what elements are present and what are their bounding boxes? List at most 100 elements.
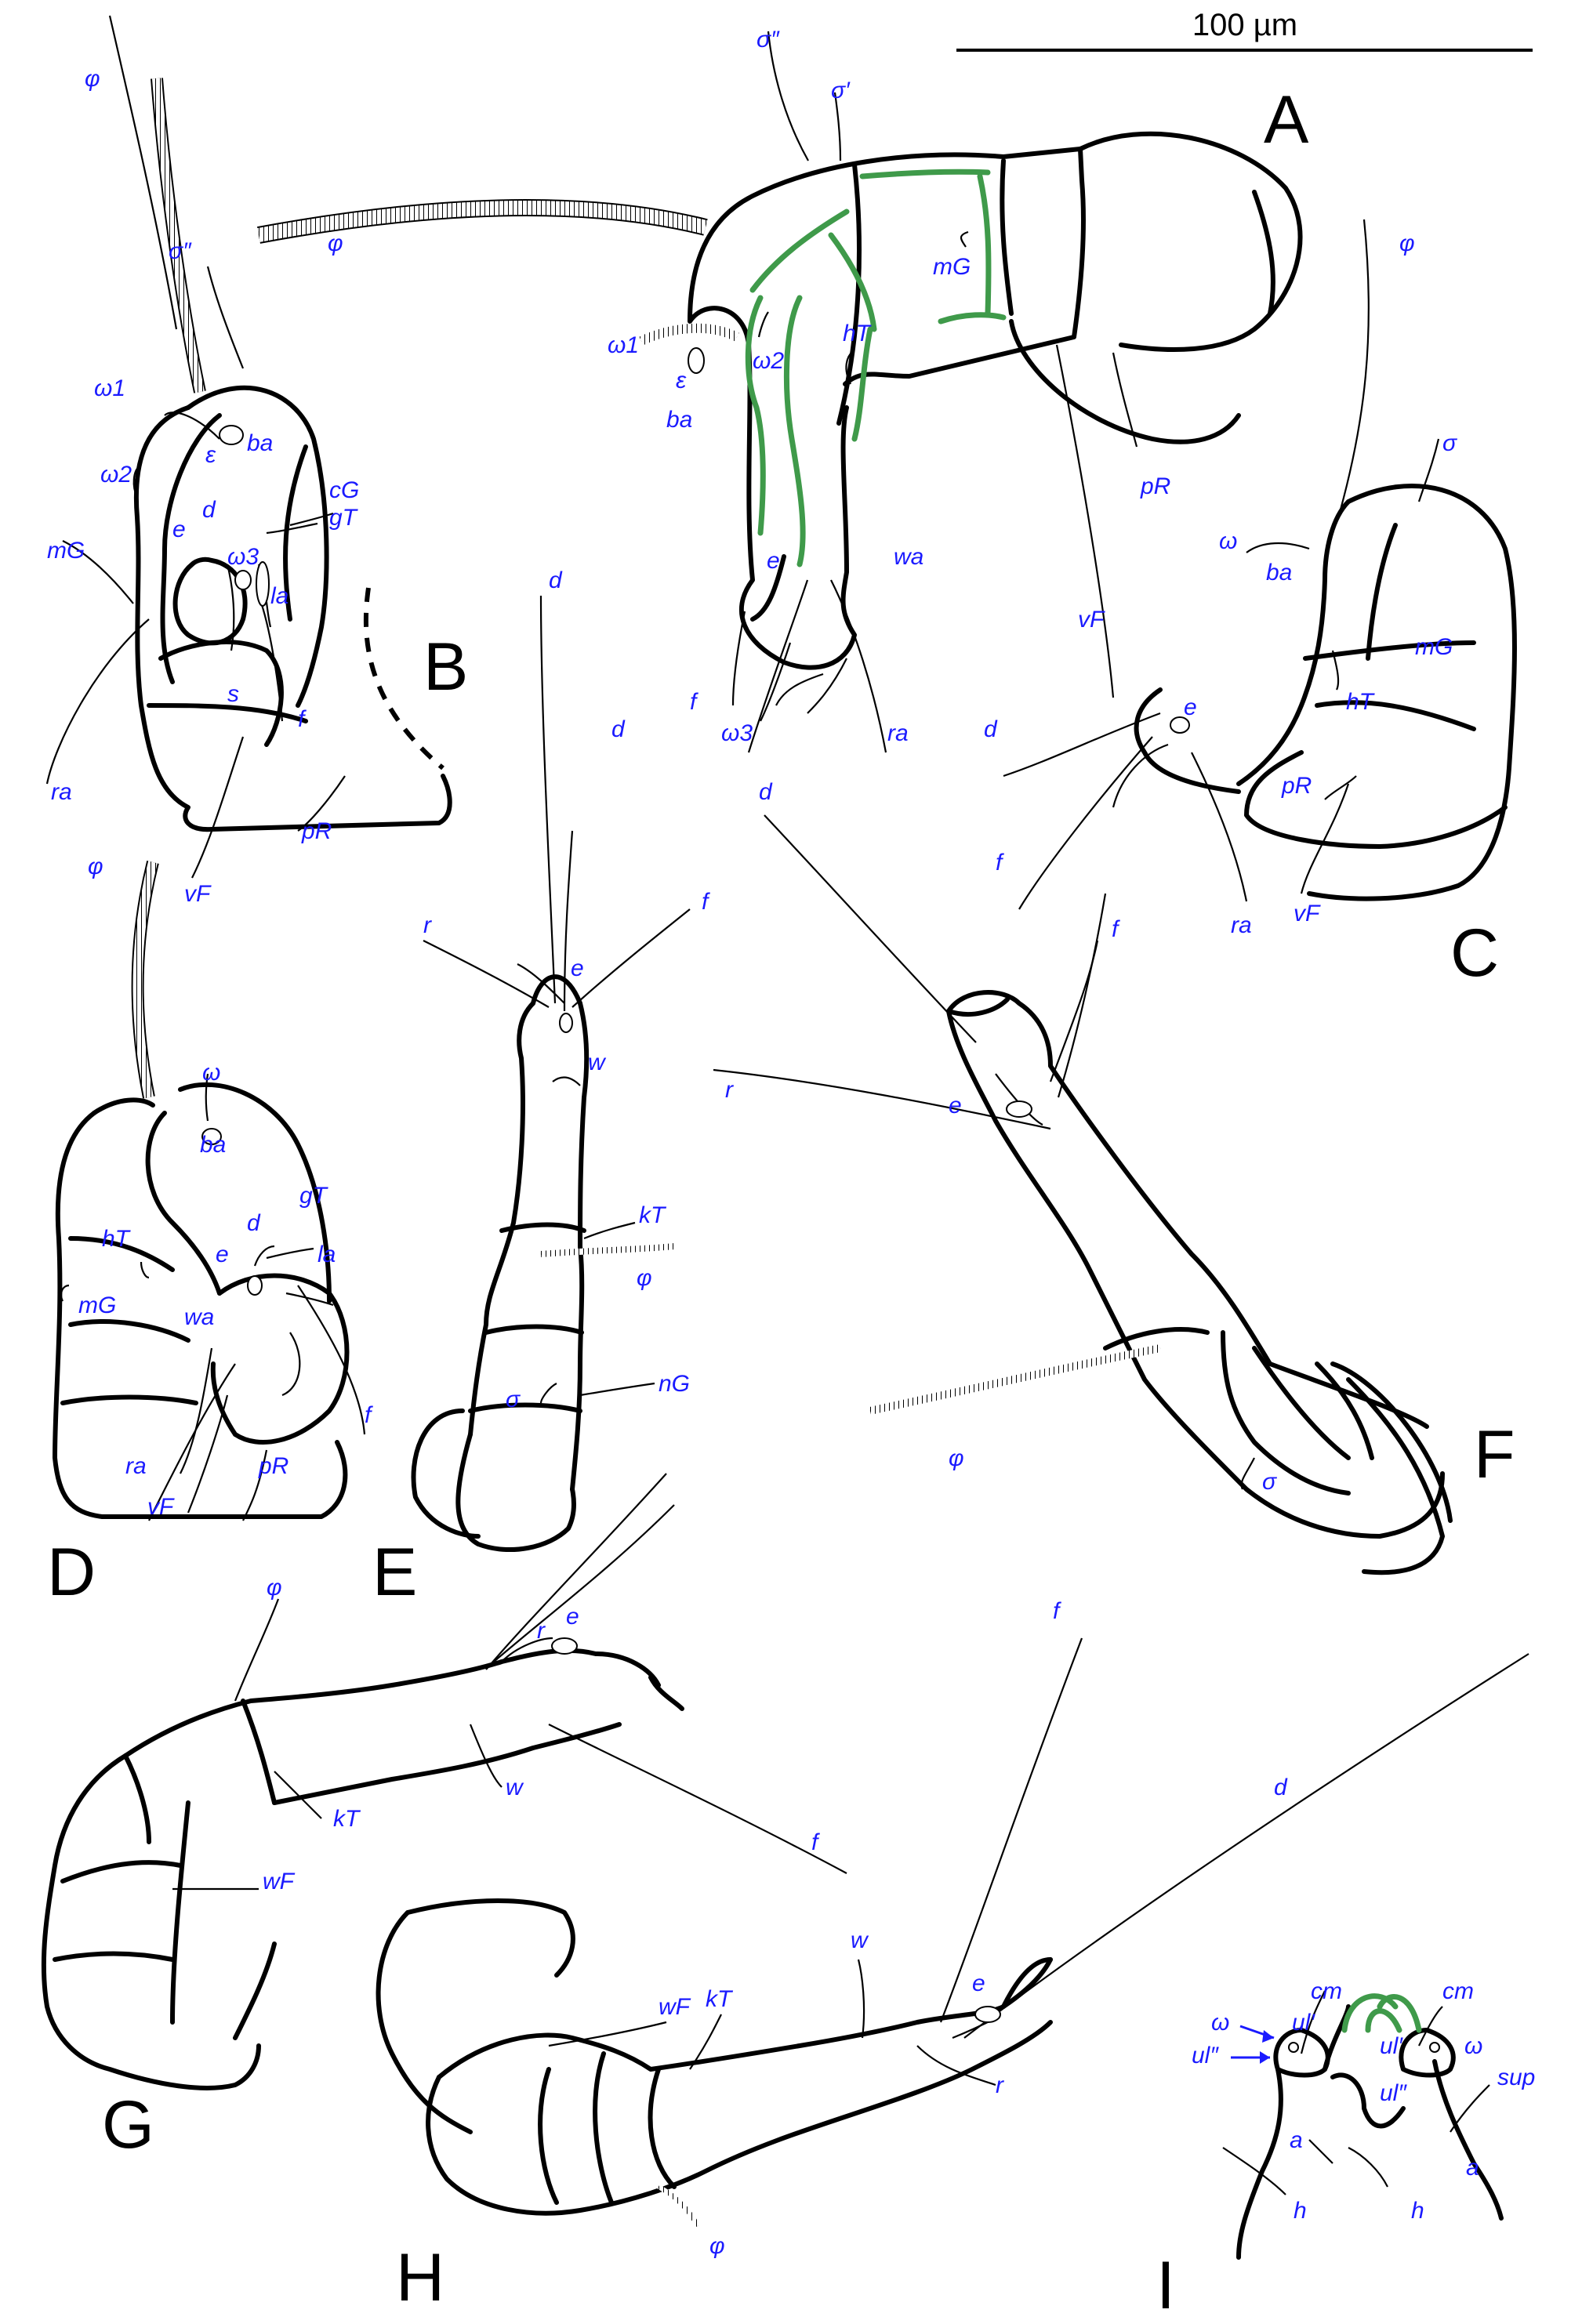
seta-label: φ: [88, 854, 103, 879]
seta-label: ul′: [1292, 2010, 1315, 2036]
seta-label: pR: [258, 1453, 288, 1479]
seta-label: d: [984, 716, 998, 742]
panel-g-leg: [41, 1473, 847, 2090]
seta-label: vF: [184, 881, 212, 907]
seta-label: e: [566, 1604, 579, 1630]
panel-b-labels: φ σ″ ω1 ε ba ω2 cG gT d e mG ω3 la ra s …: [47, 66, 359, 907]
seta-label: ε: [205, 442, 216, 468]
seta-label: σ″: [169, 238, 192, 264]
seta-label: cG: [329, 477, 359, 503]
seta-label: ω1: [94, 375, 125, 401]
seta-label: e: [949, 1093, 962, 1118]
seta-label: vF: [147, 1494, 175, 1520]
seta-label: mG: [933, 254, 971, 280]
seta-label: ba: [247, 430, 273, 456]
panel-letter-e: E: [372, 1535, 417, 1610]
seta-label: hT: [1346, 689, 1376, 715]
seta-label: cm: [1311, 1978, 1342, 2004]
seta-label: wa: [184, 1304, 214, 1330]
seta-label: gT: [299, 1183, 329, 1209]
seta-label: σ′: [831, 78, 851, 103]
seta-label: f: [811, 1829, 820, 1855]
seta-label: ω3: [721, 720, 753, 746]
seta-label: nG: [659, 1371, 690, 1397]
seta-label: w: [506, 1775, 524, 1800]
panel-f-leg: [713, 814, 1453, 1575]
panel-letter-c: C: [1450, 915, 1499, 991]
seta-label: h: [1294, 2198, 1307, 2224]
seta-label: e: [767, 548, 780, 574]
seta-label: hT: [102, 1226, 132, 1252]
seta-label: d: [759, 779, 773, 805]
seta-label: r: [537, 1618, 546, 1644]
panel-d-labels: φ ω ba gT d hT e la mG wa f ra pR vF: [78, 854, 373, 1520]
seta-label: w: [851, 1927, 869, 1953]
seta-label: σ: [1262, 1469, 1278, 1495]
panel-i-tarsus-tip: [1222, 1990, 1504, 2260]
seta-label: d: [247, 1210, 261, 1236]
seta-label: sup: [1497, 2065, 1535, 2090]
seta-label: f: [1053, 1598, 1061, 1624]
seta-label: gT: [329, 505, 359, 531]
seta-label: e: [1184, 694, 1197, 720]
seta-label: kT: [333, 1806, 361, 1832]
panel-letter-g: G: [102, 2087, 154, 2163]
seta-label: ω2: [753, 348, 784, 374]
seta-label: a: [1466, 2155, 1479, 2181]
seta-label: ω3: [227, 544, 259, 570]
seta-label: f: [690, 689, 698, 715]
seta-label: cm: [1442, 1978, 1474, 2004]
seta-label: σ: [506, 1387, 521, 1412]
panel-e-labels: d r f e w kT φ σ nG: [423, 567, 710, 1412]
seta-label: r: [996, 2072, 1004, 2098]
seta-label: kT: [639, 1202, 667, 1228]
seta-label: mG: [47, 538, 85, 564]
seta-label: pR: [1281, 773, 1312, 799]
panel-a-labels: σ″ σ′ φ mG ω1 ε ω2 hT ba wa e pR vF d f …: [328, 27, 1170, 746]
seta-label: s: [227, 681, 239, 707]
seta-label: pR: [1140, 473, 1170, 499]
seta-label: ω: [202, 1060, 220, 1086]
seta-label: φ: [328, 230, 343, 256]
seta-label: d: [611, 716, 626, 742]
seta-label: e: [972, 1971, 985, 1996]
seta-label: e: [571, 955, 584, 981]
seta-label: a: [1290, 2127, 1303, 2153]
seta-label: wF: [263, 1869, 296, 1894]
seta-label: ra: [1231, 912, 1252, 938]
panel-letter-h: H: [396, 2240, 444, 2315]
seta-label: φ: [267, 1575, 282, 1601]
seta-label: vF: [1078, 607, 1105, 633]
seta-label: ul″: [1380, 2080, 1407, 2106]
seta-label: φ: [85, 66, 100, 92]
seta-label: ω: [1219, 528, 1237, 554]
seta-label: wa: [894, 544, 923, 570]
seta-label: kT: [706, 1986, 734, 2012]
seta-label: σ″: [757, 27, 780, 53]
seta-label: e: [216, 1242, 229, 1267]
seta-label: mG: [78, 1293, 116, 1318]
seta-label: ω2: [100, 462, 132, 488]
seta-label: φ: [709, 2233, 725, 2259]
seta-label: r: [725, 1077, 734, 1103]
seta-label: φ: [949, 1445, 964, 1471]
seta-label: pR: [301, 818, 332, 844]
panel-h-labels: f d w wF kT e r φ: [659, 1598, 1288, 2259]
seta-label: ra: [125, 1453, 147, 1479]
scale-bar-label: 100 µm: [1192, 8, 1297, 42]
panel-d-leg: [53, 861, 366, 1521]
seta-label: ra: [51, 779, 72, 805]
panel-g-labels: φ r e w kT wF f: [263, 1575, 820, 1894]
seta-label: mG: [1415, 634, 1453, 660]
panel-c-leg: [1003, 219, 1517, 910]
seta-label: φ: [1399, 230, 1415, 256]
seta-label: ul′: [1380, 2033, 1403, 2059]
seta-label: ba: [666, 407, 692, 433]
seta-label: la: [317, 1242, 336, 1267]
seta-label: ω: [1464, 2033, 1482, 2059]
panel-letter-d: D: [47, 1535, 96, 1610]
seta-label: d: [549, 567, 563, 593]
seta-label: ba: [200, 1132, 226, 1158]
seta-label: f: [1112, 916, 1120, 942]
